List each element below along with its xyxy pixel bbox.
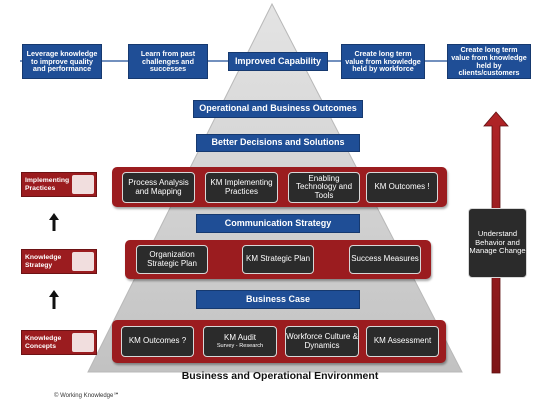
implementing-practices-side-text: Implementing Practices [25, 177, 70, 192]
workforce-culture-label: Workforce Culture & Dynamics [286, 331, 358, 350]
km-assessment-box: KM Assessment [366, 326, 439, 357]
organization-strategic-plan-label: Organization Strategic Plan [147, 249, 197, 268]
km-audit-sublabel: Survey - Research [216, 343, 264, 350]
improved-capability-box: Improved Capability [228, 52, 328, 71]
km-strategic-plan-box: KM Strategic Plan [242, 245, 314, 274]
km-outcomes-exclaim-label: KM Outcomes ! [374, 182, 430, 192]
left-arrow-upper [49, 213, 59, 231]
km-outcomes-question-box: KM Outcomes ? [121, 326, 194, 357]
practices-picture-icon [72, 175, 94, 194]
understand-behavior-box: Understand Behavior and Manage Change [468, 208, 527, 278]
top-box-workforce-value: Create long term value from knowledge he… [341, 44, 425, 79]
top-box-client-value: Create long term value from knowledge he… [447, 44, 531, 79]
km-outcomes-question-label: KM Outcomes ? [128, 336, 187, 346]
business-case-bar: Business Case [196, 290, 360, 309]
km-strategic-plan-label: KM Strategic Plan [245, 254, 311, 264]
environment-label: Business and Operational Environment [181, 370, 379, 382]
success-measures-box: Success Measures [349, 245, 421, 274]
enabling-technology-label: Enabling Technology and Tools [295, 173, 353, 200]
knowledge-strategy-side-label: Knowledge Strategy [21, 249, 97, 274]
communication-strategy-bar: Communication Strategy [196, 214, 360, 233]
operational-business-outcomes-bar: Operational and Business Outcomes [193, 100, 363, 118]
knowledge-concepts-side-text: Knowledge Concepts [25, 335, 62, 350]
knowledge-concepts-side-label: Knowledge Concepts [21, 330, 97, 355]
process-analysis-label: Process Analysis and Mapping [128, 177, 189, 196]
success-measures-label: Success Measures [351, 254, 419, 264]
km-implementing-practices-box: KM Implementing Practices [205, 172, 278, 203]
left-arrow-lower [49, 290, 59, 309]
km-assessment-label: KM Assessment [373, 336, 432, 346]
copyright-text: © Working Knowledge℠ [54, 393, 120, 399]
concepts-picture-icon [72, 333, 94, 352]
top-box-leverage-knowledge: Leverage knowledge to improve quality an… [22, 44, 102, 79]
strategy-picture-icon [72, 252, 94, 271]
implementing-practices-side-label: Implementing Practices [21, 172, 97, 197]
process-analysis-box: Process Analysis and Mapping [122, 172, 195, 203]
organization-strategic-plan-box: Organization Strategic Plan [136, 245, 208, 274]
enabling-technology-box: Enabling Technology and Tools [288, 172, 360, 203]
km-outcomes-exclaim-box: KM Outcomes ! [366, 172, 438, 203]
better-decisions-bar: Better Decisions and Solutions [196, 134, 360, 152]
km-audit-box: KM Audit Survey - Research [203, 326, 277, 357]
understand-behavior-label: Understand Behavior and Manage Change [469, 229, 526, 256]
km-implementing-practices-label: KM Implementing Practices [210, 177, 273, 196]
workforce-culture-box: Workforce Culture & Dynamics [285, 326, 359, 357]
km-audit-label: KM Audit [223, 332, 256, 342]
knowledge-strategy-side-text: Knowledge Strategy [25, 254, 62, 269]
top-box-learn-from-past: Learn from past challenges and successes [128, 44, 208, 79]
